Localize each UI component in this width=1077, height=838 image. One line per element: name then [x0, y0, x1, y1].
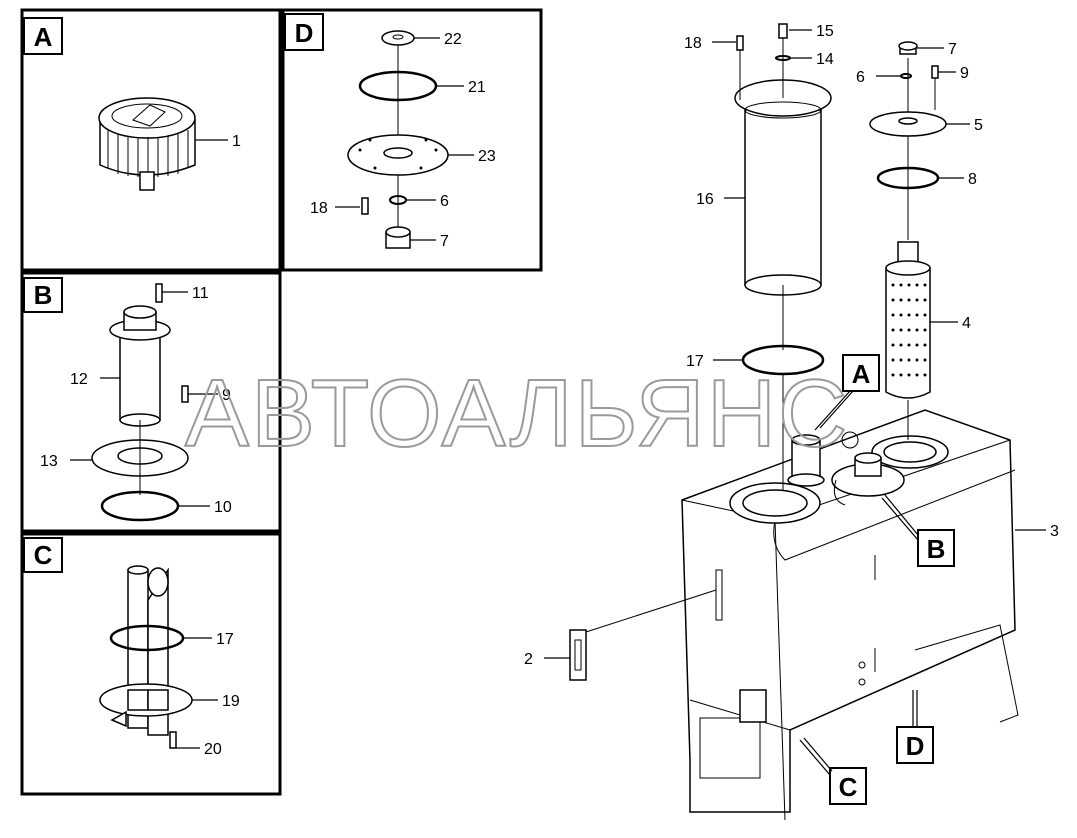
callout-1: 1	[232, 133, 241, 150]
panel-c-letter: C	[34, 540, 53, 570]
panel-a: A 1	[20, 8, 282, 272]
callout-14: 14	[816, 51, 834, 68]
callout-18-d: 18	[310, 200, 328, 217]
callout-13: 13	[40, 453, 58, 470]
callout-7-m: 7	[948, 41, 957, 58]
watermark: АВТОАЛЬЯНС	[185, 360, 849, 467]
callout-16: 16	[696, 191, 714, 208]
svg-text:B: B	[927, 534, 946, 564]
svg-text:A: A	[852, 359, 871, 389]
detail-tag-c: C	[799, 737, 867, 805]
callout-10: 10	[214, 499, 232, 516]
callout-17-c: 17	[216, 631, 234, 648]
callout-7-d: 7	[440, 233, 449, 250]
panel-c: C 17 19 20	[20, 532, 282, 796]
callout-3: 3	[1050, 523, 1059, 540]
callout-21: 21	[468, 79, 486, 96]
filter-housing-16	[734, 35, 832, 490]
panel-d: D 22 21 23 18 6 7	[281, 8, 543, 272]
callout-20: 20	[204, 741, 222, 758]
callout-9-m: 9	[960, 65, 969, 82]
hydraulic-tank	[681, 409, 1019, 821]
callout-6-m: 6	[856, 69, 865, 86]
detail-tag-d: D	[896, 690, 934, 764]
panel-a-letter: A	[34, 22, 53, 52]
svg-text:D: D	[906, 731, 925, 761]
main-assembly: 15 14 18 16 17 7 6 9	[524, 23, 1059, 821]
callout-18-m: 18	[684, 35, 702, 52]
callout-19: 19	[222, 693, 240, 710]
callout-4: 4	[962, 315, 971, 332]
filler-cap	[98, 97, 196, 191]
callout-22: 22	[444, 31, 462, 48]
panel-d-letter: D	[295, 18, 314, 48]
callout-12: 12	[70, 371, 88, 388]
callout-5: 5	[974, 117, 983, 134]
callout-8: 8	[968, 171, 977, 188]
callout-6-d: 6	[440, 193, 449, 210]
svg-text:C: C	[839, 772, 858, 802]
callout-17-m: 17	[686, 353, 704, 370]
callout-11: 11	[192, 285, 209, 302]
filter-element-4	[885, 241, 931, 399]
callout-23: 23	[478, 148, 496, 165]
callout-15: 15	[816, 23, 834, 40]
callout-9-b: 9	[222, 387, 231, 404]
detail-tag-b: B	[881, 494, 955, 567]
detail-tag-a: A	[814, 354, 880, 431]
callout-2: 2	[524, 651, 533, 668]
panel-b-letter: B	[34, 280, 53, 310]
panel-b: B 11 12 9 13 10	[20, 271, 282, 533]
